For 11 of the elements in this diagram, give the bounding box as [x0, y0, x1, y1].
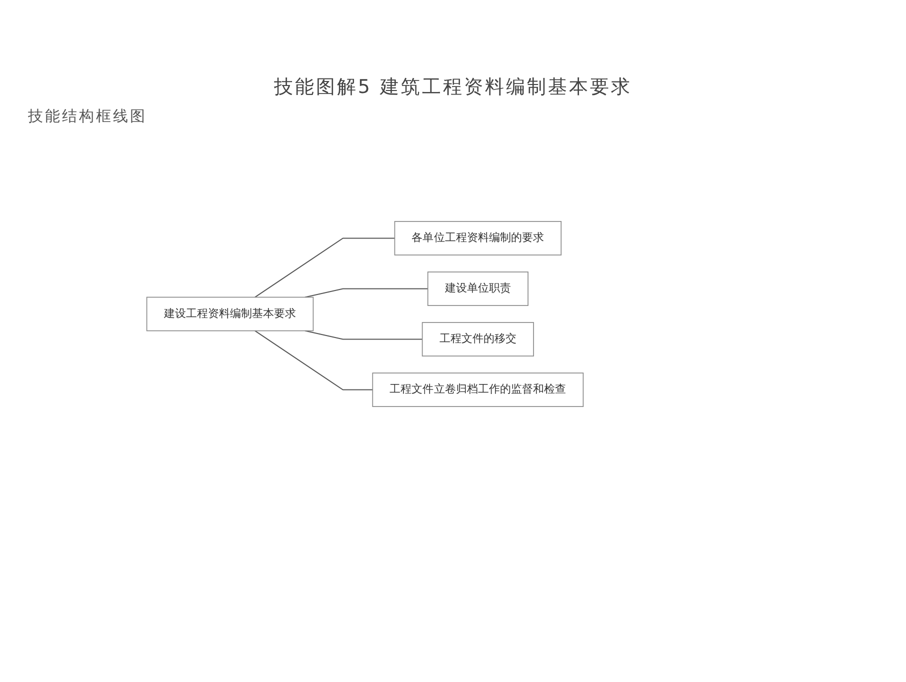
diagram-title: 技能图解5 建筑工程资料编制基本要求: [274, 75, 632, 100]
connector: [254, 238, 395, 298]
node-box: 工程文件的移交: [422, 322, 534, 356]
node-box: 建设工程资料编制基本要求: [146, 296, 314, 332]
node-box: 建设单位职责: [427, 272, 528, 306]
connector: [304, 288, 428, 298]
node-box: 各单位工程资料编制的要求: [394, 221, 562, 256]
subheading: 技能结构框线图: [28, 107, 147, 126]
node-box: 工程文件立卷归档工作的监督和检查: [372, 372, 584, 407]
connector: [254, 330, 373, 390]
connector: [304, 330, 422, 340]
